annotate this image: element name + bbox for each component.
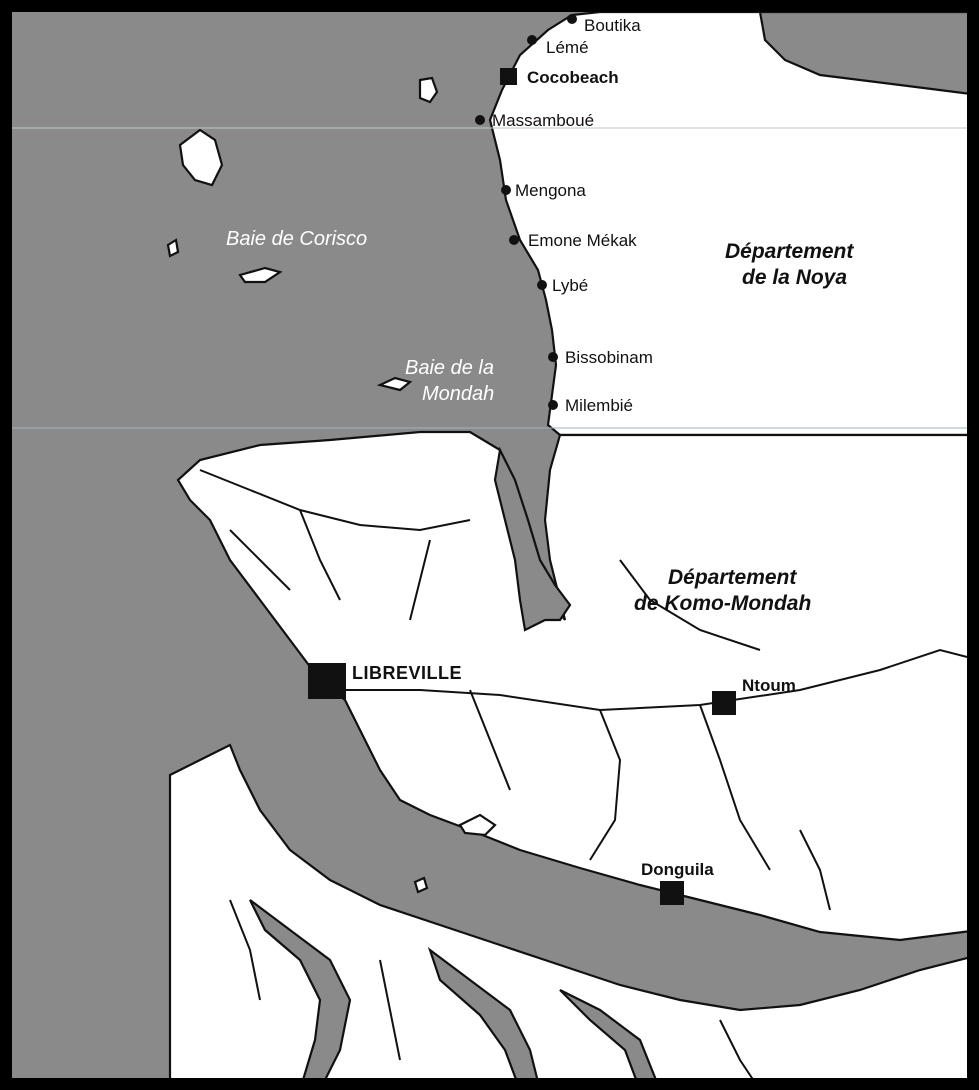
- marker-bissobinam: [548, 352, 558, 362]
- river-9: [799, 829, 831, 911]
- marker-ntoum: [712, 691, 736, 715]
- island-7: [413, 876, 429, 894]
- river-10: [619, 559, 761, 651]
- label-baie-de-la-mondah-1: Baie de la: [405, 357, 494, 379]
- estuary-channel-3: [559, 989, 662, 1090]
- island-1: [418, 76, 439, 104]
- island-6: [458, 813, 497, 837]
- estuary-channel-1: [249, 899, 352, 1090]
- label-dept-komo-1: Département: [668, 566, 797, 589]
- river-8: [699, 704, 771, 871]
- river-6: [469, 689, 511, 791]
- island-2: [178, 128, 224, 187]
- land-north: [488, 10, 979, 437]
- river-11: [229, 899, 261, 1001]
- label-ntoum: Ntoum: [742, 676, 796, 695]
- river-12: [379, 959, 401, 1061]
- island-3: [238, 266, 283, 284]
- marker-massamboue: [475, 115, 485, 125]
- label-cocobeach: Cocobeach: [527, 68, 619, 87]
- river-7: [589, 709, 622, 861]
- marker-donguila: [660, 881, 684, 905]
- label-milembie: Milembié: [565, 396, 633, 415]
- label-dept-noya-2: de la Noya: [742, 266, 847, 289]
- estuary-channel-2: [427, 947, 542, 1090]
- label-bissobinam: Bissobinam: [565, 348, 653, 367]
- land-south: [168, 743, 979, 1090]
- label-boutika: Boutika: [584, 16, 641, 35]
- island-4: [166, 238, 180, 258]
- label-lybe: Lybé: [552, 276, 588, 295]
- river-4: [229, 529, 291, 591]
- label-massamboue: Massamboué: [492, 111, 594, 130]
- label-leme: Lémé: [546, 38, 589, 57]
- island-5: [376, 376, 413, 392]
- marker-leme: [527, 35, 537, 45]
- label-donguila: Donguila: [641, 860, 714, 879]
- river-3: [409, 539, 431, 621]
- river-1: [199, 469, 471, 532]
- marker-libreville: [308, 663, 346, 699]
- mondah-channel: [493, 446, 572, 632]
- label-emone-mekak: Emone Mékak: [528, 231, 637, 250]
- marker-boutika: [567, 14, 577, 24]
- marker-milembie: [548, 400, 558, 410]
- label-baie-de-la-mondah-2: Mondah: [422, 383, 494, 405]
- marker-mengona: [501, 185, 511, 195]
- label-baie-de-corisco: Baie de Corisco: [226, 228, 367, 250]
- label-dept-komo-2: de Komo-Mondah: [634, 592, 811, 615]
- label-dept-noya-1: Département: [725, 240, 854, 263]
- label-mengona: Mengona: [515, 181, 586, 200]
- river-2: [299, 509, 341, 601]
- label-libreville: LIBREVILLE: [352, 663, 462, 683]
- marker-lybe: [537, 280, 547, 290]
- inlet-northeast: [758, 10, 979, 97]
- marker-emone-mekak: [509, 235, 519, 245]
- marker-cocobeach: [500, 68, 517, 85]
